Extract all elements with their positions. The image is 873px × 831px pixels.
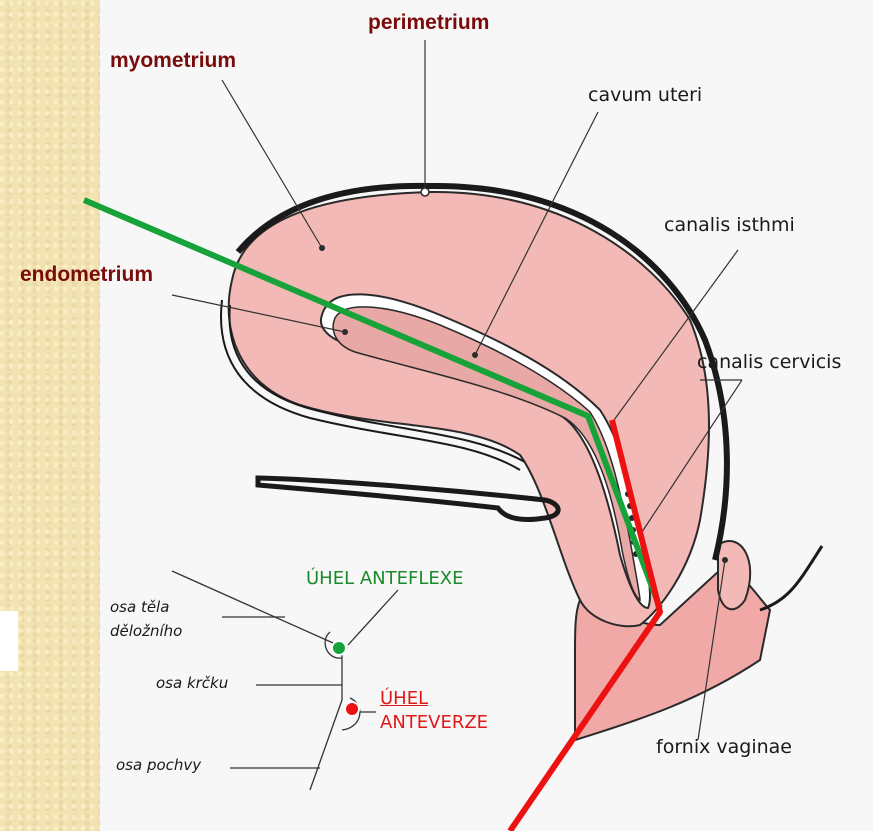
anteflexion-dot xyxy=(332,641,346,655)
label-osa-pochvy: osa pochvy xyxy=(116,758,201,773)
label-osa-krcku: osa krčku xyxy=(156,676,228,691)
label-perimetrium: perimetrium xyxy=(368,12,489,33)
label-osa-tela-line1: osa těla xyxy=(110,600,169,615)
label-endometrium: endometrium xyxy=(20,264,153,285)
label-uhel-anteflexe: ÚHEL ANTEFLEXE xyxy=(306,570,463,588)
anteversion-dot xyxy=(345,702,359,716)
label-fornix-vaginae: fornix vaginae xyxy=(656,738,792,757)
label-uhel-anteverze-line1: ÚHEL xyxy=(380,690,428,708)
label-osa-tela-line2: děložního xyxy=(110,624,182,639)
bladder-fold xyxy=(258,478,558,520)
label-uhel-anteverze-line2: ANTEVERZE xyxy=(380,714,488,732)
label-cavum-uteri: cavum uteri xyxy=(588,86,702,105)
label-canalis-cervicis: canalis cervicis xyxy=(697,353,841,372)
posterior-fornix-line xyxy=(760,546,822,610)
label-myometrium: myometrium xyxy=(110,50,236,71)
perimetrium-marker xyxy=(421,188,429,196)
label-canalis-isthmi: canalis isthmi xyxy=(664,216,795,235)
